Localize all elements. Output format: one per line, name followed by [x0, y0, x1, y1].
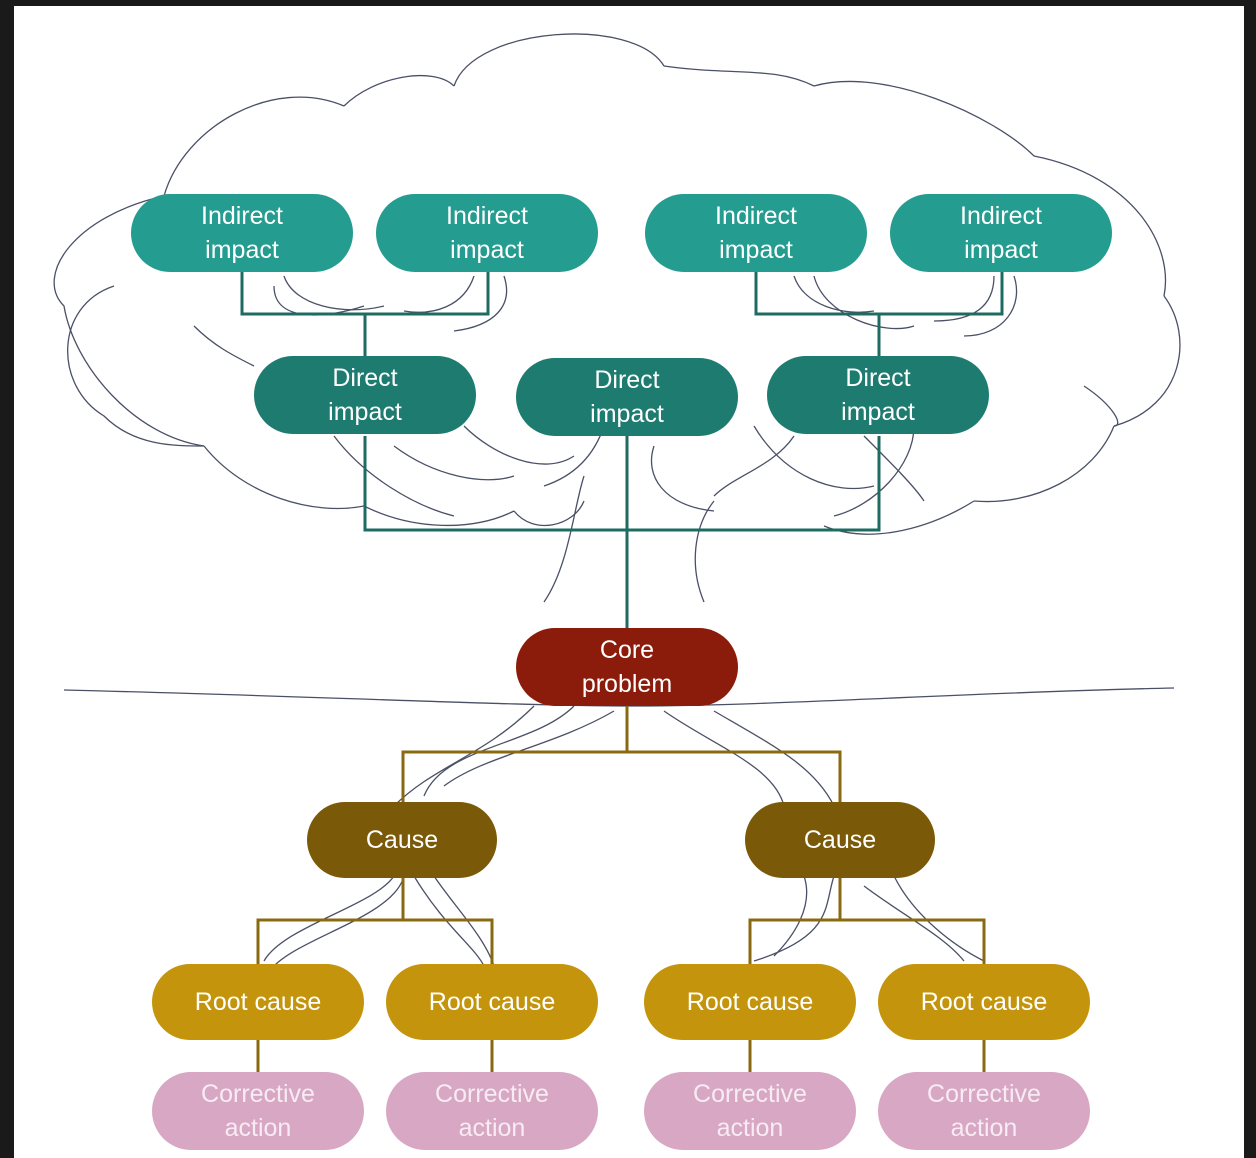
indirect-impact-2: Indirect impact [376, 194, 598, 272]
problem-tree-diagram: Indirect impact Indirect impact Indirect… [14, 6, 1244, 1158]
corrective-action-1: Corrective action [152, 1072, 364, 1150]
cause-2: Cause [745, 802, 935, 878]
indirect-impact-4: Indirect impact [890, 194, 1112, 272]
root-cause-1: Root cause [152, 964, 364, 1040]
impact-connectors [240, 272, 1004, 630]
canopy-outline [53, 33, 1181, 967]
corrective-action-3: Corrective action [644, 1072, 856, 1150]
corrective-action-4: Corrective action [878, 1072, 1090, 1150]
root-cause-4: Root cause [878, 964, 1090, 1040]
cause-connectors [256, 706, 986, 1074]
corrective-action-2: Corrective action [386, 1072, 598, 1150]
indirect-impact-1: Indirect impact [131, 194, 353, 272]
tree-drawing [53, 33, 1181, 1074]
core-problem: Core problem [516, 628, 738, 706]
direct-impact-1: Direct impact [254, 356, 476, 434]
indirect-impact-3: Indirect impact [645, 194, 867, 272]
root-cause-3: Root cause [644, 964, 856, 1040]
direct-impact-2: Direct impact [516, 358, 738, 436]
root-cause-2: Root cause [386, 964, 598, 1040]
direct-impact-3: Direct impact [767, 356, 989, 434]
cause-1: Cause [307, 802, 497, 878]
